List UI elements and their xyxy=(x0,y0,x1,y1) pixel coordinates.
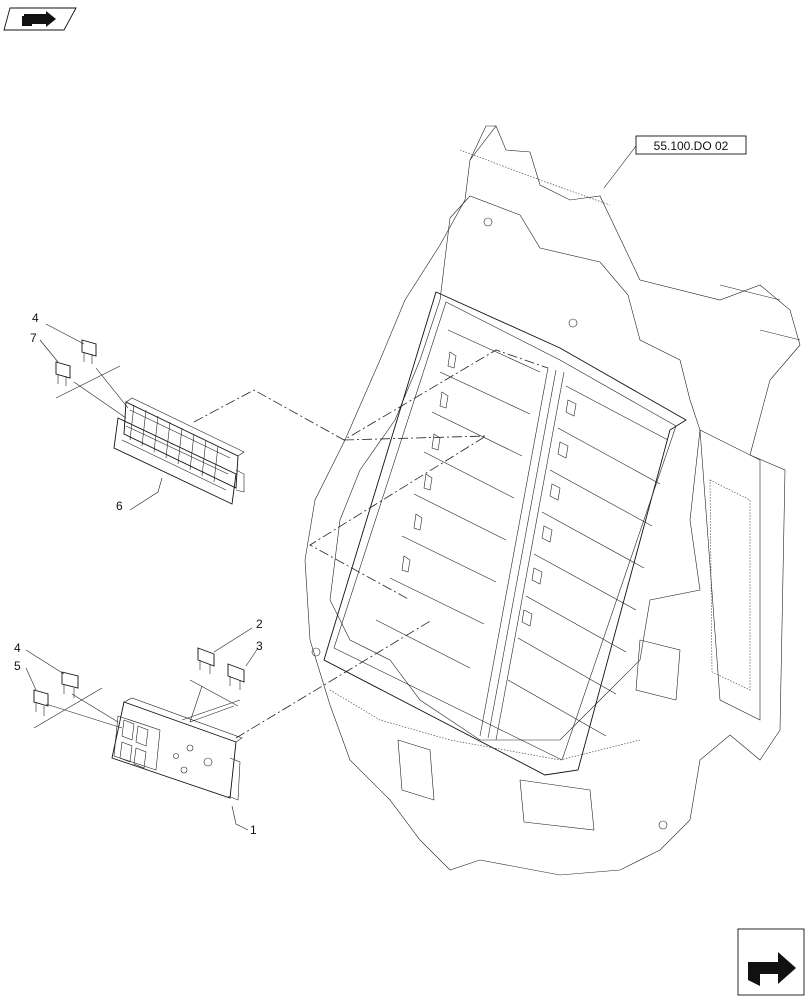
callout-3: 3 xyxy=(256,639,263,653)
fuse-part-7 xyxy=(55,361,71,386)
leader-lines xyxy=(25,145,637,831)
next-page-arrow-icon[interactable] xyxy=(737,928,805,996)
reference-label[interactable]: 55.100.DO 02 xyxy=(635,135,747,155)
fuse-part-2 xyxy=(197,647,215,674)
console-housing xyxy=(304,125,801,876)
fuse-block-upper xyxy=(113,397,245,505)
fuse-part-4-bottom xyxy=(61,671,79,698)
callout-5: 5 xyxy=(14,659,21,673)
callout-7: 7 xyxy=(30,331,37,345)
fuse-part-4-top xyxy=(81,339,97,364)
assembly-lines xyxy=(193,349,549,739)
fuse-part-5 xyxy=(33,689,49,716)
reference-label-text: 55.100.DO 02 xyxy=(654,139,729,153)
callout-2: 2 xyxy=(256,617,263,631)
callout-4-top: 4 xyxy=(32,311,39,325)
book-arrow-icon[interactable] xyxy=(3,7,77,31)
callout-4-bottom: 4 xyxy=(14,641,21,655)
callout-6: 6 xyxy=(116,499,123,513)
callout-1: 1 xyxy=(250,823,257,837)
fuse-block-lower xyxy=(111,697,243,801)
fuse-part-3 xyxy=(227,663,245,690)
